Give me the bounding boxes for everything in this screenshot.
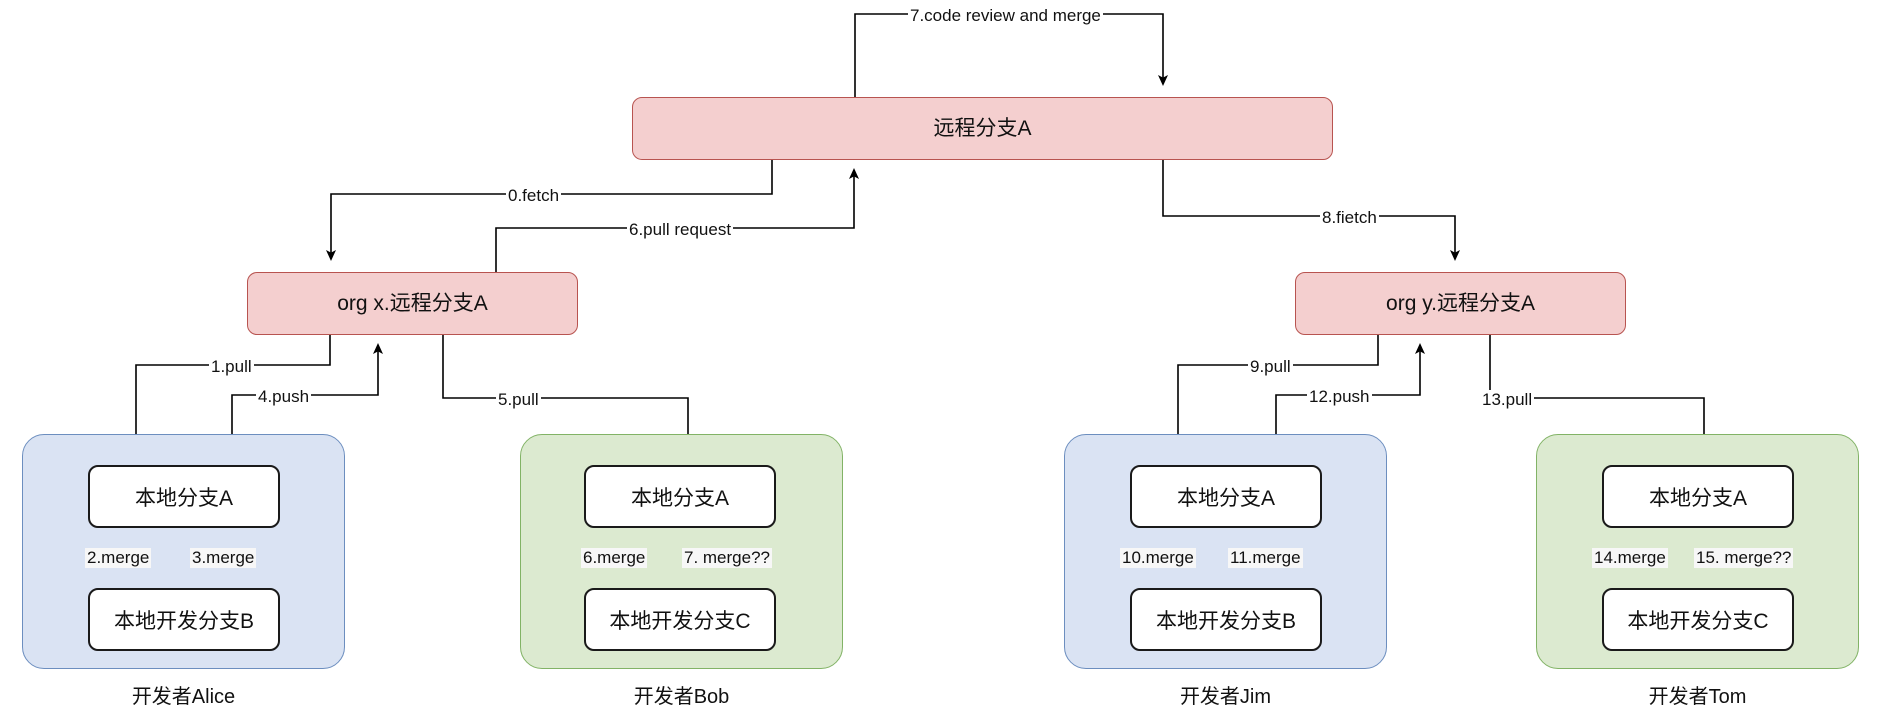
alice-edge-label-3-merge: 3.merge (190, 548, 257, 568)
node-remote-branch-a[interactable]: 远程分支A (632, 97, 1333, 160)
edge-label-0-fetch: 0.fetch (506, 186, 562, 206)
edge-label-8-fietch: 8.fietch (1320, 208, 1379, 228)
alice-local-branch-a[interactable]: 本地分支A (88, 465, 280, 528)
caption-developer-bob: 开发者Bob (633, 686, 730, 708)
node-org-x-remote-branch-a[interactable]: org x.远程分支A (247, 272, 578, 335)
tom-local-dev-branch-c-label: 本地开发分支C (1627, 609, 1769, 633)
tom-local-dev-branch-c[interactable]: 本地开发分支C (1602, 588, 1794, 651)
edge-0-fetch (326, 160, 773, 261)
edge-label-4-push: 4.push (256, 387, 312, 407)
jim-local-branch-a-label: 本地分支A (1176, 486, 1275, 510)
jim-local-dev-branch-b-label: 本地开发分支B (1155, 609, 1296, 633)
edge-label-9-pull: 9.pull (1248, 357, 1293, 377)
node-org-y-label: org y.远程分支A (1386, 291, 1535, 315)
edge-label-code-review-merge: 7.code review and merge (908, 6, 1103, 26)
bob-edge-label-6-merge: 6.merge (581, 548, 648, 568)
bob-local-branch-a-label: 本地分支A (630, 486, 729, 510)
tom-edge-label-15-merge: 15. merge?? (1694, 548, 1794, 568)
node-remote-branch-a-label: 远程分支A (933, 116, 1032, 140)
jim-local-dev-branch-b[interactable]: 本地开发分支B (1130, 588, 1322, 651)
node-org-x-label: org x.远程分支A (337, 291, 488, 315)
bob-edge-label-7-merge: 7. merge?? (682, 548, 772, 568)
edge-label-5-pull: 5.pull (496, 390, 541, 410)
caption-developer-alice: 开发者Alice (131, 686, 236, 708)
bob-local-branch-a[interactable]: 本地分支A (584, 465, 776, 528)
edge-code-review-merge (854, 13, 1168, 97)
tom-local-branch-a[interactable]: 本地分支A (1602, 465, 1794, 528)
caption-developer-jim: 开发者Jim (1179, 686, 1272, 708)
caption-developer-tom: 开发者Tom (1648, 686, 1747, 708)
bob-local-dev-branch-c[interactable]: 本地开发分支C (584, 588, 776, 651)
node-org-y-remote-branch-a[interactable]: org y.远程分支A (1295, 272, 1626, 335)
tom-local-branch-a-label: 本地分支A (1648, 486, 1747, 510)
edge-label-6-pull-request: 6.pull request (627, 220, 734, 240)
alice-local-branch-a-label: 本地分支A (134, 486, 233, 510)
edge-label-13-pull: 13.pull (1480, 390, 1535, 410)
alice-edge-label-2-merge: 2.merge (85, 548, 152, 568)
alice-local-dev-branch-b[interactable]: 本地开发分支B (88, 588, 280, 651)
edge-label-1-pull: 1.pull (209, 357, 254, 377)
jim-edge-label-11-merge: 11.merge (1228, 548, 1303, 568)
jim-edge-label-10-merge: 10.merge (1120, 548, 1196, 568)
edge-8-fietch (1162, 160, 1460, 261)
alice-local-dev-branch-b-label: 本地开发分支B (113, 609, 254, 633)
jim-local-branch-a[interactable]: 本地分支A (1130, 465, 1322, 528)
tom-edge-label-14-merge: 14.merge (1592, 548, 1668, 568)
bob-local-dev-branch-c-label: 本地开发分支C (609, 609, 751, 633)
edge-label-12-push: 12.push (1307, 387, 1372, 407)
